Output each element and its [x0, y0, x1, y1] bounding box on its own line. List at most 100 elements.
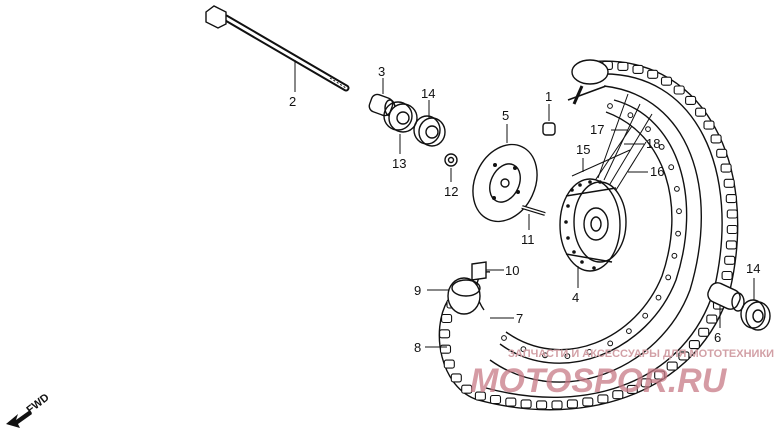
- spoke-hole: [586, 349, 593, 355]
- spoke-hole: [607, 340, 614, 347]
- tread-knob: [582, 397, 594, 407]
- spoke-hole: [564, 353, 571, 360]
- spoke-hole: [668, 164, 675, 171]
- tread-knob: [441, 313, 453, 324]
- tread-knob: [724, 255, 736, 265]
- spacer-part-3: [368, 93, 396, 117]
- spoke-hole: [671, 252, 678, 259]
- spoke-hole: [658, 144, 665, 150]
- tread-knob: [720, 163, 732, 173]
- callout-15: 15: [576, 142, 590, 157]
- callout-12: 12: [444, 184, 458, 199]
- tread-knob: [626, 384, 638, 394]
- tread-knob: [688, 340, 700, 350]
- tread-knob: [723, 178, 735, 188]
- spoke-hole: [607, 103, 613, 109]
- tread-knob: [725, 240, 737, 250]
- tire-valve: [567, 59, 609, 105]
- fwd-label: FWD: [24, 391, 51, 416]
- callout-2: 2: [289, 94, 296, 109]
- bolt-part-11: [521, 205, 546, 216]
- spoke-hole: [627, 112, 634, 119]
- tread-knob: [566, 399, 578, 409]
- callout-17: 17: [590, 122, 604, 137]
- bearing-part-14-upper: [413, 115, 446, 147]
- callout-1: 1: [545, 89, 552, 104]
- spoke-hole: [675, 230, 681, 237]
- tread-knob: [721, 270, 733, 281]
- tread-knob: [660, 76, 673, 86]
- spokes: [571, 93, 653, 191]
- callout-14-lower: 14: [746, 261, 760, 276]
- spoke-hole: [642, 312, 649, 319]
- spoke-hole: [501, 335, 507, 341]
- callout-6: 6: [714, 330, 721, 345]
- inner-tube-part-9: [447, 277, 481, 315]
- bearing-part-14-lower: [740, 299, 771, 331]
- tread-knob: [474, 391, 486, 401]
- callout-16: 16: [650, 164, 664, 179]
- callout-11: 11: [521, 232, 535, 247]
- nut-part-12: [444, 153, 458, 167]
- spoke-hole: [626, 328, 632, 335]
- spoke-hole: [674, 186, 680, 192]
- tread-knob: [632, 64, 644, 74]
- tread-knob: [698, 327, 710, 337]
- tread-knob: [695, 107, 707, 117]
- spoke-hole: [655, 294, 662, 301]
- callout-5: 5: [502, 108, 509, 123]
- watermark-logo: MOTOSPOR.RU: [470, 362, 728, 400]
- spoke-hole: [520, 346, 527, 353]
- tread-knob: [678, 351, 690, 361]
- tread-knob: [505, 397, 517, 407]
- tread-knob: [710, 134, 722, 144]
- collar-part-1: [542, 122, 556, 136]
- wheel-hub-part-4: [559, 178, 627, 272]
- tread-knob: [666, 361, 678, 371]
- tread-knob: [489, 394, 502, 405]
- callout-9: 9: [414, 283, 421, 298]
- spacer-part-6: [707, 282, 745, 312]
- spoke-hole: [665, 274, 672, 281]
- spoke-hole: [676, 208, 682, 215]
- rim-lock-part-10: [471, 261, 487, 281]
- tread-knob: [647, 69, 659, 79]
- tread-knob: [725, 194, 737, 204]
- callout-13: 13: [392, 156, 406, 171]
- tread-knob: [612, 390, 624, 400]
- callout-4: 4: [572, 290, 579, 305]
- front-axle: [205, 5, 350, 92]
- callout-10: 10: [505, 263, 519, 278]
- tread-knob: [520, 399, 532, 409]
- callout-8: 8: [414, 340, 421, 355]
- tread-knob: [450, 373, 462, 383]
- brake-disc-part-5: [472, 143, 538, 223]
- tread-knob: [706, 314, 718, 324]
- callout-18: 18: [646, 136, 660, 151]
- tread-knob: [654, 370, 666, 380]
- callout-7: 7: [516, 311, 523, 326]
- spoke-hole: [542, 352, 548, 359]
- tread-knob: [703, 120, 715, 130]
- tread-knob: [640, 378, 652, 388]
- fwd-direction-marker: FWD: [6, 391, 52, 428]
- tread-knob: [716, 148, 728, 158]
- tread-knob: [536, 400, 548, 410]
- tread-knob: [597, 394, 609, 404]
- watermark-tagline: ЗАПЧАСТИ И АКСЕССУАРЫ ДЛЯ МОТОТЕХНИКИ: [508, 348, 774, 360]
- callout-14-upper: 14: [421, 86, 435, 101]
- bearing-part-13: [383, 101, 418, 133]
- tread-knob: [443, 359, 455, 369]
- tread-knob: [551, 400, 563, 410]
- tread-knob: [726, 209, 738, 219]
- tread-knob: [685, 95, 697, 105]
- tread-knob: [617, 61, 629, 71]
- spoke-hole: [645, 126, 651, 133]
- tire-tread-knobs: [439, 60, 738, 410]
- tread-knob: [726, 224, 738, 235]
- callout-3: 3: [378, 64, 385, 79]
- rim-spoke-holes: [501, 103, 682, 360]
- tread-knob: [673, 85, 685, 95]
- tread-knob: [439, 344, 452, 354]
